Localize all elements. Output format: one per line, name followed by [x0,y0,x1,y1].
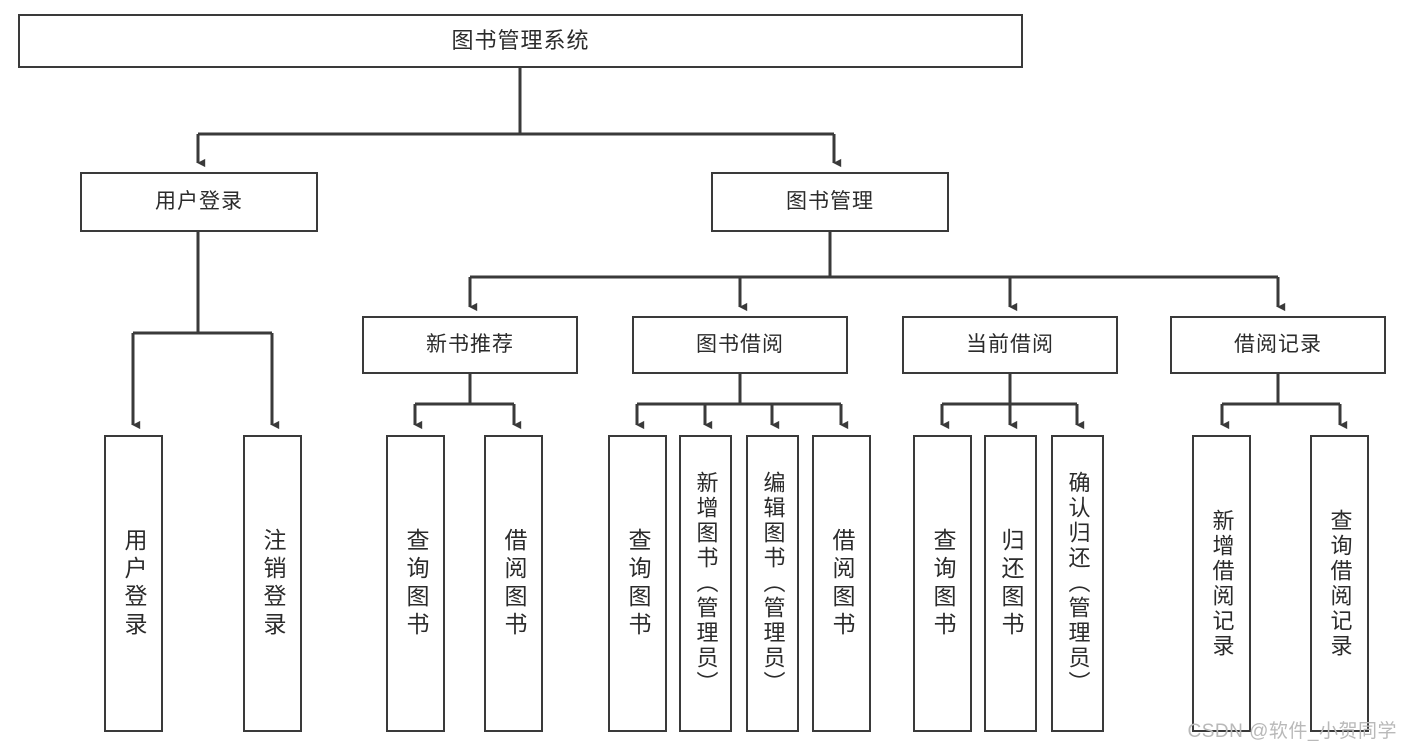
leaf-return-book[interactable]: 归还图书 [984,435,1037,732]
node-root-system[interactable]: 图书管理系统 [18,14,1023,68]
leaf-query-borrow-record[interactable]: 查询借阅记录 [1310,435,1369,732]
node-label: 借阅图书 [501,527,527,640]
node-label: 查询借阅记录 [1327,508,1353,659]
node-label: 借阅图书 [829,527,855,640]
node-book-borrow[interactable]: 图书借阅 [632,316,848,374]
node-label: 图书管理系统 [451,28,590,54]
leaf-edit-book-admin[interactable]: 编辑图书（管理员） [746,435,799,732]
node-user-login[interactable]: 用户登录 [80,172,318,232]
leaf-borrow-book-recommend[interactable]: 借阅图书 [484,435,543,732]
leaf-add-borrow-record[interactable]: 新增借阅记录 [1192,435,1251,732]
leaf-logout[interactable]: 注销登录 [243,435,302,732]
leaf-query-book-borrow[interactable]: 查询图书 [608,435,667,732]
node-label: 查询图书 [403,527,429,640]
leaf-query-book-current[interactable]: 查询图书 [913,435,972,732]
node-label: 查询图书 [930,527,956,640]
node-label: 归还图书 [998,527,1024,640]
leaf-borrow-book[interactable]: 借阅图书 [812,435,871,732]
node-current-borrow[interactable]: 当前借阅 [902,316,1118,374]
node-new-book-recommend[interactable]: 新书推荐 [362,316,578,374]
leaf-query-book-recommend[interactable]: 查询图书 [386,435,445,732]
node-label: 用户登录 [155,189,243,213]
node-label: 新增借阅记录 [1209,508,1235,659]
node-label: 当前借阅 [966,332,1054,356]
node-borrow-record[interactable]: 借阅记录 [1170,316,1386,374]
node-book-management[interactable]: 图书管理 [711,172,949,232]
node-label: 确认归还（管理员） [1065,471,1091,696]
leaf-confirm-return-admin[interactable]: 确认归还（管理员） [1051,435,1104,732]
node-label: 图书借阅 [696,332,784,356]
node-label: 查询图书 [625,527,651,640]
node-label: 借阅记录 [1234,332,1322,356]
node-label: 图书管理 [786,189,874,213]
node-label: 新增图书（管理员） [693,471,719,696]
leaf-add-book-admin[interactable]: 新增图书（管理员） [679,435,732,732]
node-label: 编辑图书（管理员） [760,471,786,696]
node-label: 注销登录 [260,527,286,640]
node-label: 新书推荐 [426,332,514,356]
leaf-user-login[interactable]: 用户登录 [104,435,163,732]
node-label: 用户登录 [121,527,147,640]
